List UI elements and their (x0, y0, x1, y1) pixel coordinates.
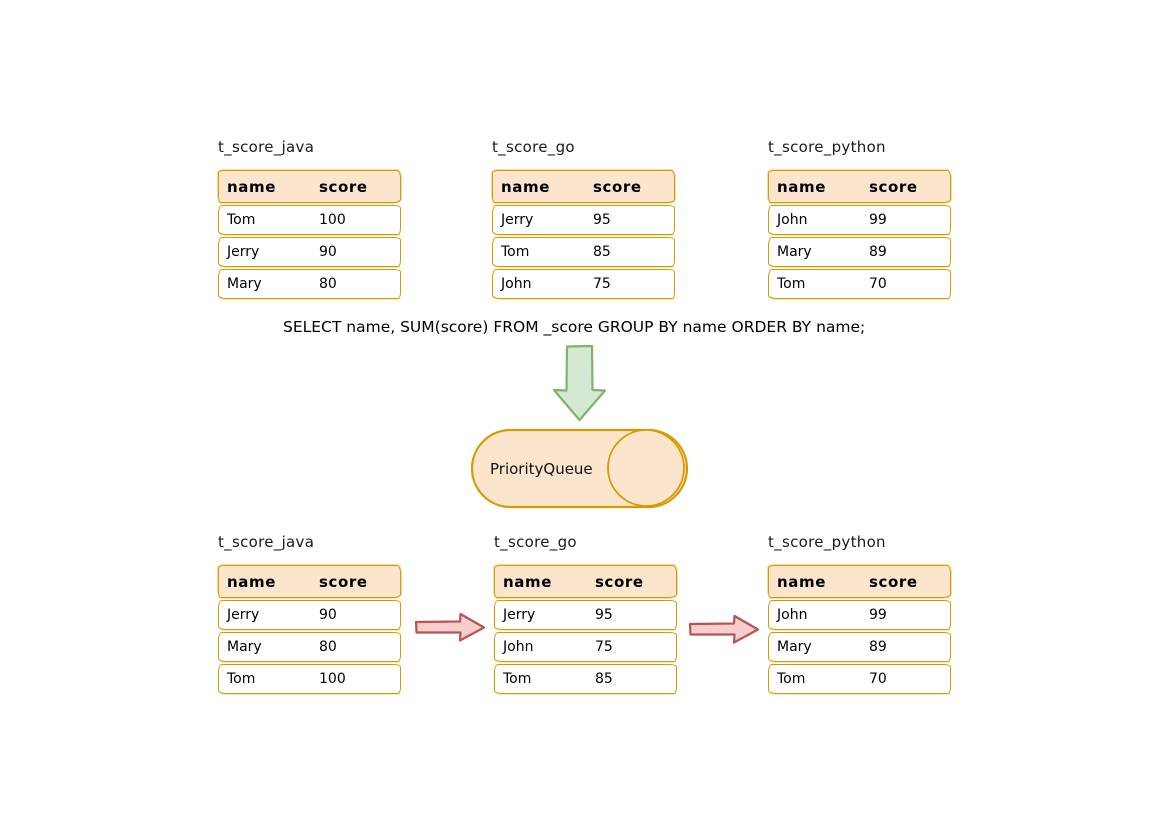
table-row: John 99 (768, 600, 951, 630)
table-row: Mary 80 (218, 632, 401, 662)
table-title: t_score_go (492, 138, 575, 156)
cell-score: 70 (869, 276, 887, 292)
sql-query-text: SELECT name, SUM(score) FROM _score GROU… (283, 318, 866, 336)
cell-name: Jerry (227, 244, 260, 260)
cell-name: John (777, 607, 808, 623)
priority-queue-shape: PriorityQueue (470, 428, 689, 509)
cell-score: 80 (319, 276, 337, 292)
cell-score: 89 (869, 244, 887, 260)
cell-score: 80 (319, 639, 337, 655)
cell-name: Tom (777, 671, 806, 687)
cell-name: Jerry (501, 212, 534, 228)
table-row: Tom 100 (218, 205, 401, 235)
cell-name: Tom (501, 244, 530, 260)
column-header-score: score (319, 572, 368, 591)
flow-down-arrow-icon (552, 344, 607, 422)
table-row: Jerry 95 (494, 600, 677, 630)
table-title: t_score_java (218, 138, 315, 156)
cell-score: 75 (593, 276, 611, 292)
table-row: Mary 80 (218, 269, 401, 299)
table-row: Tom 100 (218, 664, 401, 694)
merge-right-arrow-right-icon (688, 614, 760, 644)
column-header-name: name (503, 572, 553, 591)
cell-score: 85 (595, 671, 613, 687)
cell-score: 99 (869, 212, 887, 228)
cell-score: 95 (595, 607, 613, 623)
table-row: John 99 (768, 205, 951, 235)
cell-name: Mary (777, 244, 812, 260)
table-title: t_score_python (768, 138, 886, 156)
column-header-score: score (593, 177, 642, 196)
cell-score: 75 (595, 639, 613, 655)
column-header-name: name (227, 177, 277, 196)
table-header-row: name score (768, 170, 951, 203)
cell-score: 100 (319, 212, 346, 228)
cell-name: Jerry (503, 607, 536, 623)
priority-queue-label: PriorityQueue (490, 459, 593, 478)
cell-name: John (501, 276, 532, 292)
table-row: Tom 85 (494, 664, 677, 694)
table-header-row: name score (218, 565, 401, 598)
table-row: Mary 89 (768, 237, 951, 267)
table-row: John 75 (492, 269, 675, 299)
table-row: Mary 89 (768, 632, 951, 662)
table-row: Jerry 90 (218, 237, 401, 267)
column-header-name: name (227, 572, 277, 591)
cell-score: 89 (869, 639, 887, 655)
column-header-score: score (869, 177, 918, 196)
table-row: Tom 85 (492, 237, 675, 267)
column-header-name: name (777, 572, 827, 591)
table-header-row: name score (218, 170, 401, 203)
cell-score: 90 (319, 607, 337, 623)
column-header-name: name (501, 177, 551, 196)
column-header-score: score (319, 177, 368, 196)
cell-name: John (777, 212, 808, 228)
cylinder-icon (470, 428, 689, 509)
cell-name: John (503, 639, 534, 655)
cell-name: Mary (227, 639, 262, 655)
cell-name: Mary (227, 276, 262, 292)
column-header-score: score (869, 572, 918, 591)
table-header-row: name score (494, 565, 677, 598)
cell-name: Jerry (227, 607, 260, 623)
table-row: Tom 70 (768, 664, 951, 694)
column-header-score: score (595, 572, 644, 591)
cell-name: Mary (777, 639, 812, 655)
table-header-row: name score (492, 170, 675, 203)
table-row: Jerry 90 (218, 600, 401, 630)
table-row: Tom 70 (768, 269, 951, 299)
table-row: John 75 (494, 632, 677, 662)
merge-right-arrow-left-icon (414, 612, 486, 642)
cell-name: Tom (227, 212, 256, 228)
cell-score: 85 (593, 244, 611, 260)
table-title: t_score_go (494, 533, 577, 551)
table-title: t_score_python (768, 533, 886, 551)
cell-score: 95 (593, 212, 611, 228)
cell-name: Tom (227, 671, 256, 687)
cell-score: 70 (869, 671, 887, 687)
cell-name: Tom (777, 276, 806, 292)
cell-score: 90 (319, 244, 337, 260)
cell-score: 100 (319, 671, 346, 687)
table-header-row: name score (768, 565, 951, 598)
cell-score: 99 (869, 607, 887, 623)
table-title: t_score_java (218, 533, 315, 551)
table-row: Jerry 95 (492, 205, 675, 235)
cell-name: Tom (503, 671, 532, 687)
column-header-name: name (777, 177, 827, 196)
